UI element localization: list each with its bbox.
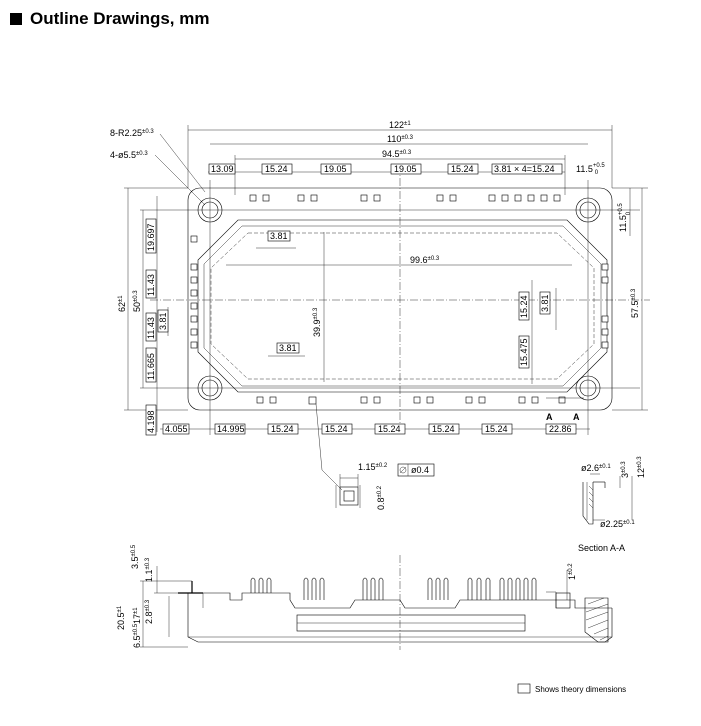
- dim-side-h1: 3.5±0.5: [130, 544, 140, 569]
- left-pin-column: [190, 235, 198, 349]
- dim-left-s2: 11.43: [146, 274, 156, 296]
- dim-seg-6: 3.81 × 4=15.24: [494, 164, 555, 174]
- title-text: Outline Drawings, mm: [30, 9, 210, 28]
- left-segment-boxes: [145, 218, 169, 436]
- top-segment-boxes: [208, 163, 563, 175]
- dim-seg-4: 19.05: [394, 164, 417, 174]
- dim-seg-2: 15.24: [265, 164, 288, 174]
- square-bullet-icon: [10, 13, 22, 25]
- dim-inner-width: 99.6±0.3: [410, 255, 440, 265]
- pin-leader: [315, 403, 323, 471]
- dim-left-overall: 62±1: [117, 295, 127, 312]
- dim-section-d2: 3±0.3: [620, 461, 630, 478]
- dim-side-h3: 20.5±1: [116, 605, 126, 630]
- section-label: Section A-A: [578, 543, 625, 553]
- dim-side-h7: 1±0.2: [567, 563, 577, 580]
- legend-text: Shows theory dimensions: [535, 685, 626, 694]
- dim-pin-width: 1.15±0.2: [358, 462, 388, 472]
- inner-box-r3: [518, 335, 530, 369]
- dim-seg-5: 15.24: [451, 164, 474, 174]
- dim-bottom-5: 15.24: [378, 424, 401, 434]
- dim-bottom-1: 4.055: [165, 424, 188, 434]
- top-pin-row: [249, 194, 561, 202]
- dim-inner-height: 39.9±0.3: [312, 307, 322, 337]
- dim-inner-b: 3.81: [279, 343, 297, 353]
- dim-bottom-4: 15.24: [325, 424, 348, 434]
- dim-side-h2: 1.1±0.3: [144, 557, 154, 582]
- right-dimension-lines: [612, 187, 648, 411]
- dim-bottom-2: 14.995: [217, 424, 245, 434]
- top-view: [124, 125, 650, 491]
- legend-box-icon: [517, 683, 531, 694]
- dim-section-d1: ø2.6±0.1: [581, 463, 611, 473]
- inner-outline-2: [203, 225, 602, 387]
- pin-detail: [335, 463, 435, 508]
- inner-box-r1: [518, 291, 530, 321]
- bottom-pin-row: [256, 396, 566, 405]
- inner-outline: [197, 219, 608, 393]
- dim-bottom-3: 15.24: [271, 424, 294, 434]
- dim-left-s4: 3.81: [158, 312, 168, 330]
- right-pin-column: [601, 263, 609, 349]
- dim-side-h4: 17±1: [132, 607, 142, 624]
- dim-left-s5: 11.665: [146, 353, 156, 380]
- radius-leader: [159, 133, 206, 193]
- dim-side-h5: 2.8±0.3: [144, 599, 154, 624]
- dim-holes: 4-ø5.5±0.3: [110, 150, 148, 160]
- dim-radius: 8-R2.25±0.3: [110, 128, 154, 138]
- dim-left-s6: 4.198: [146, 410, 156, 433]
- dim-pin-span: 94.5±0.3: [382, 149, 412, 159]
- dim-inner-r1: 15.24: [519, 295, 529, 318]
- dim-seg-3: 19.05: [324, 164, 347, 174]
- dim-inner-r3: 15.475: [519, 338, 529, 366]
- dim-pin-tolerance: ø0.4: [411, 465, 429, 475]
- inner-box-b: [276, 342, 300, 354]
- dim-side-h6: 6.5±0.5: [132, 623, 142, 648]
- dim-hole-span: 110±0.3: [387, 134, 414, 144]
- dim-section-d4: ø2.25±0.1: [600, 519, 635, 529]
- dim-left-hole-span: 50±0.3: [132, 290, 142, 312]
- bottom-segment-boxes: [162, 423, 577, 435]
- section-mark-left: A: [546, 412, 553, 422]
- dim-section-d3: 12±0.3: [636, 456, 646, 478]
- inner-dimension-lines: [226, 232, 572, 384]
- dim-bottom-7: 15.24: [485, 424, 508, 434]
- gel-area: [210, 232, 595, 380]
- section-detail: [582, 473, 633, 525]
- dim-right-overall: 57.5±0.3: [630, 288, 640, 318]
- dim-inner-r2: 3.81: [540, 294, 550, 312]
- inner-box-a: [267, 230, 291, 242]
- dim-bottom-8: 22.86: [549, 424, 572, 434]
- dim-bottom-6: 15.24: [432, 424, 455, 434]
- inner-box-r2: [539, 291, 551, 315]
- section-mark-right: A: [573, 412, 580, 422]
- dim-seg-1: 13.09: [211, 164, 234, 174]
- dim-pin-thickness: 0.8±0.2: [376, 485, 386, 510]
- page-title: Outline Drawings, mm: [10, 4, 209, 34]
- hole-leader: [154, 154, 206, 206]
- side-view: [140, 555, 613, 650]
- dim-inner-a: 3.81: [270, 231, 288, 241]
- dim-left-s1: 19.697: [146, 223, 156, 251]
- dim-overall-width: 122±1: [389, 120, 411, 130]
- dim-left-s3: 11.43: [146, 317, 156, 339]
